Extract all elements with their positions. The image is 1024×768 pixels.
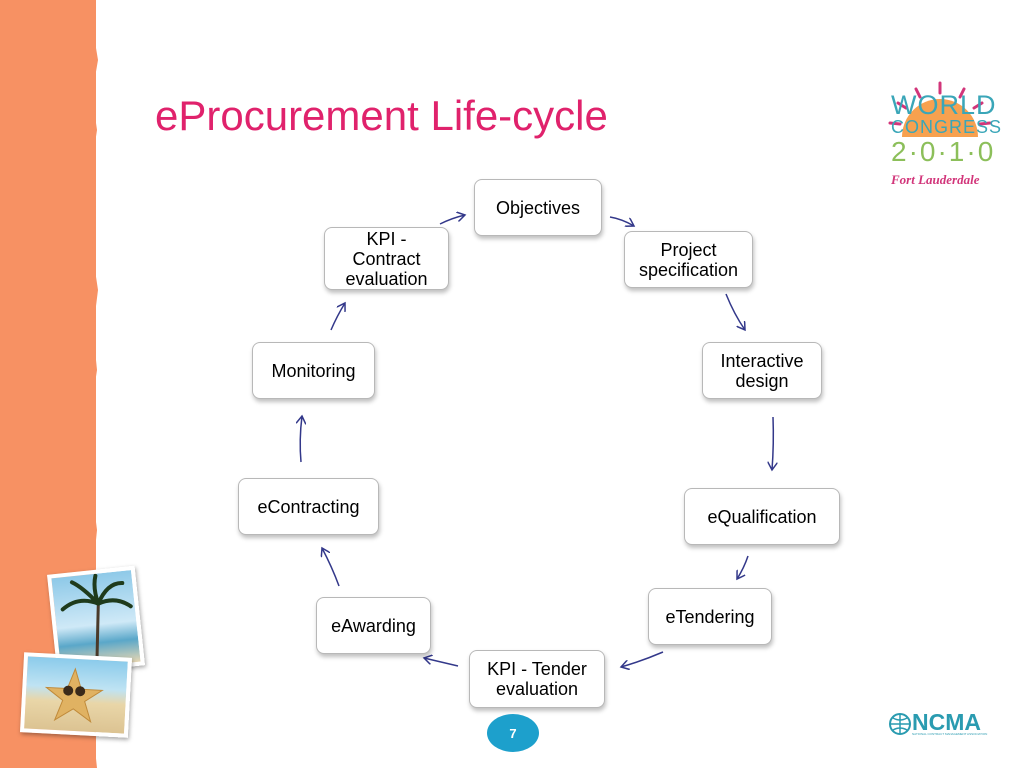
step-etendering: eTendering: [648, 588, 772, 645]
slide-title: eProcurement Life-cycle: [155, 92, 608, 139]
step-eawarding: eAwarding: [316, 597, 431, 654]
step-interactive-design: Interactive design: [702, 342, 822, 399]
arrow-design-to-qualification: [772, 416, 773, 470]
step-kpi-contract-evaluation: KPI - Contract evaluation: [324, 227, 449, 290]
ncma-globe-icon: [889, 713, 911, 735]
step-kpi-tender-evaluation: KPI - Tender evaluation: [469, 650, 605, 708]
arrow-contracting-to-monitoring: [300, 416, 302, 463]
ncma-logo-text: NCMA: [912, 709, 981, 735]
page-number-badge: 7: [487, 714, 539, 752]
step-objectives: Objectives: [474, 179, 602, 236]
arrow-awarding-to-contracting: [322, 548, 340, 587]
arrow-project-to-design: [725, 293, 745, 330]
arrow-contract-kpi-to-objectives: [439, 215, 465, 225]
arrow-monitoring-to-contract-kpi: [330, 303, 345, 331]
ncma-tagline: NATIONAL CONTRACT MANAGEMENT ASSOCIATION: [912, 732, 988, 736]
step-equalification: eQualification: [684, 488, 840, 545]
step-econtracting: eContracting: [238, 478, 379, 535]
step-project-specification: Project specification: [624, 231, 753, 288]
logo-congress-text: CONGRESS: [891, 117, 1003, 137]
arrow-objectives-to-project: [609, 216, 634, 226]
starfish-photo: [19, 652, 133, 738]
logo-city-text: Fort Lauderdale: [891, 172, 980, 187]
arrow-qualification-to-tendering: [737, 555, 749, 579]
arrow-tendering-to-tender-kpi: [621, 651, 664, 667]
step-monitoring: Monitoring: [252, 342, 375, 399]
arrow-tender-kpi-to-awarding: [424, 658, 459, 667]
logo-world-text: WORLD: [891, 90, 997, 120]
logo-year-text: 2·0·1·0: [891, 136, 996, 167]
world-congress-sun-icon: [888, 81, 992, 137]
